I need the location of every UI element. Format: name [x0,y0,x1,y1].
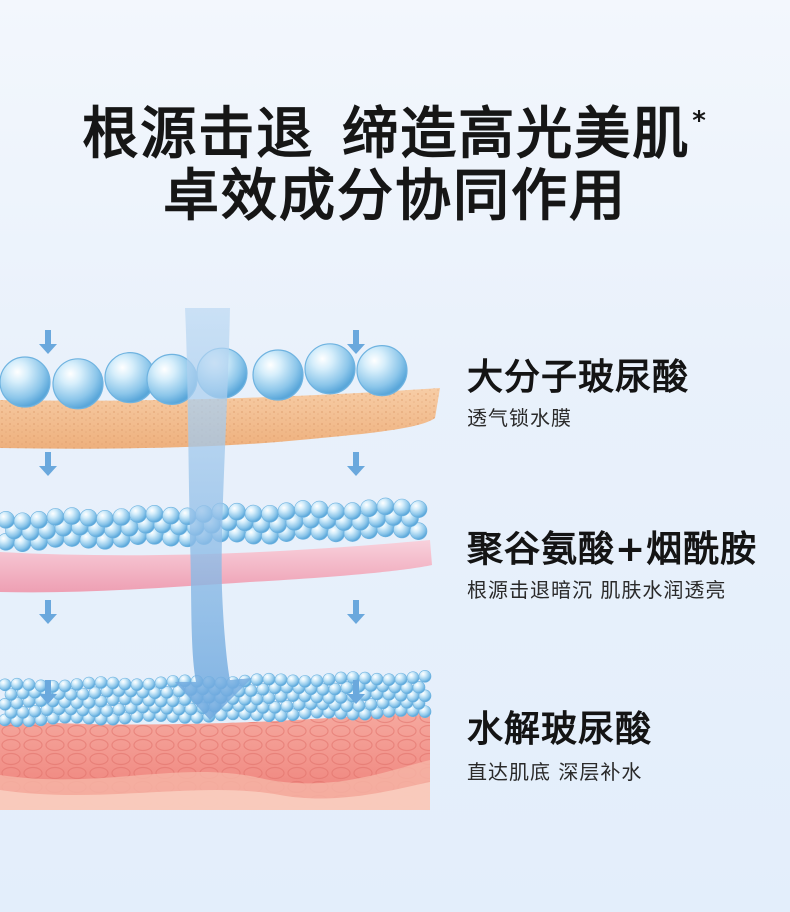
hydrolyzed-bubble [274,673,288,687]
hydrolyzed-bubble [250,673,264,686]
layer-1-subtitle: 透气锁水膜 [467,406,572,430]
down-arrow-icon [39,680,57,704]
small-arrows [39,330,365,704]
layer-3-title: 水解玻尿酸 [467,709,653,750]
hyaluronic-bubble [0,356,51,408]
amino-bubble [46,508,65,526]
amino-bubble [409,500,428,519]
headline-line-1: 根源击退缔造高光美肌* [0,86,790,170]
hyaluronic-bubble [356,344,408,397]
hydrolyzed-bubble [322,673,336,686]
headline-asterisk: * [692,106,708,136]
hydrolyzed-bubble [118,677,132,691]
down-arrow-icon [347,452,365,476]
skin-layers-illustration [0,308,440,810]
amino-bubble [327,502,345,521]
down-arrow-icon [347,330,365,354]
layer-3-graphic [0,669,432,810]
amino-bubble [129,505,147,524]
hydrolyzed-bubble [0,678,12,692]
amino-bubble [30,511,48,529]
hydrolyzed-bubble [406,671,420,684]
hyaluronic-bubble [52,358,104,410]
hydrolyzed-bubble [130,678,144,692]
amino-bubble [79,508,98,527]
headline-part-1: 根源击退 [82,102,315,167]
hydrolyzed-bubble [22,678,36,692]
amino-bubble [228,502,246,521]
layer-2-title: 聚谷氨酸+烟酰胺 [467,529,758,570]
hydrolyzed-bubble [382,673,396,686]
layer-3-subtitle: 直达肌底 深层补水 [467,760,643,784]
hydrolyzed-bubble [70,678,84,691]
hyaluronic-bubble [252,349,304,401]
down-arrow-icon [347,680,365,704]
hydrolyzed-bubble [298,675,312,688]
hydrolyzed-bubble [262,672,276,686]
hydrolyzed-bubble [412,681,426,694]
amino-bubble [261,504,279,523]
hydrolyzed-bubble [394,672,408,686]
layer-1-title: 大分子玻尿酸 [467,357,690,398]
amino-bubble [0,511,15,529]
amino-bubble [162,506,180,525]
amino-bubble [294,500,312,518]
amino-bubble [13,512,32,531]
headline-part-2: 缔造高光美肌 [342,102,691,167]
amino-bubble [310,500,329,519]
hydrolyzed-bubble [310,674,324,688]
hydrolyzed-bubble [166,675,180,688]
hydrolyzed-bubble [94,676,108,689]
amino-bubble [244,504,263,523]
amino-bubble [63,507,81,525]
hyaluronic-bubble [304,343,356,395]
down-arrow-icon [39,452,57,476]
hydrolyzed-bubble [106,676,120,690]
hydrolyzed-bubble [370,672,384,686]
amino-bubble [376,497,395,516]
layer-1-graphic [0,343,440,449]
down-arrow-icon [347,600,365,624]
amino-bubble [343,502,362,520]
down-arrow-icon [39,600,57,624]
amino-bubble [96,510,114,528]
down-arrow-icon [39,330,57,354]
amino-bubble [409,522,428,541]
amino-bubble [277,502,296,520]
amino-bubble [360,499,378,518]
hydrolyzed-bubble [142,677,156,691]
headline-line-2: 卓效成分协同作用 [163,164,627,229]
hydrolyzed-bubble [154,676,168,690]
hydrolyzed-bubble [358,671,372,685]
hydrolyzed-bubble [58,679,72,693]
hydrolyzed-bubble [286,674,300,688]
amino-bubble [112,508,131,526]
amino-bubble [145,505,164,523]
hydrolyzed-bubble [334,671,348,685]
layer-2-subtitle: 根源击退暗沉 肌肤水润透亮 [467,578,727,602]
penetration-arrow [175,308,252,720]
amino-bubble [393,498,411,517]
hydrolyzed-bubble [82,676,96,690]
hydrolyzed-bubble [418,669,432,683]
hydrolyzed-bubble [10,677,24,691]
